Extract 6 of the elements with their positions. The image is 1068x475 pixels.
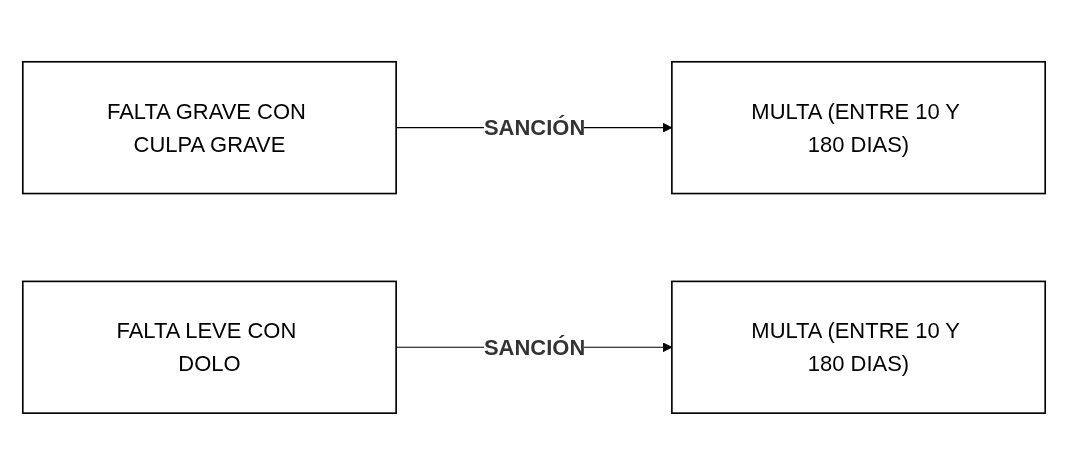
node-box: MULTA (ENTRE 10 Y 180 DIAS) xyxy=(671,61,1047,195)
node-box: FALTA LEVE CON DOLO xyxy=(21,280,397,414)
edge-label: SANCIÓN xyxy=(483,335,586,360)
node-box: MULTA (ENTRE 10 Y 180 DIAS) xyxy=(671,280,1047,414)
node-box: FALTA GRAVE CON CULPA GRAVE xyxy=(21,61,397,195)
edge-label: SANCIÓN xyxy=(483,115,586,140)
